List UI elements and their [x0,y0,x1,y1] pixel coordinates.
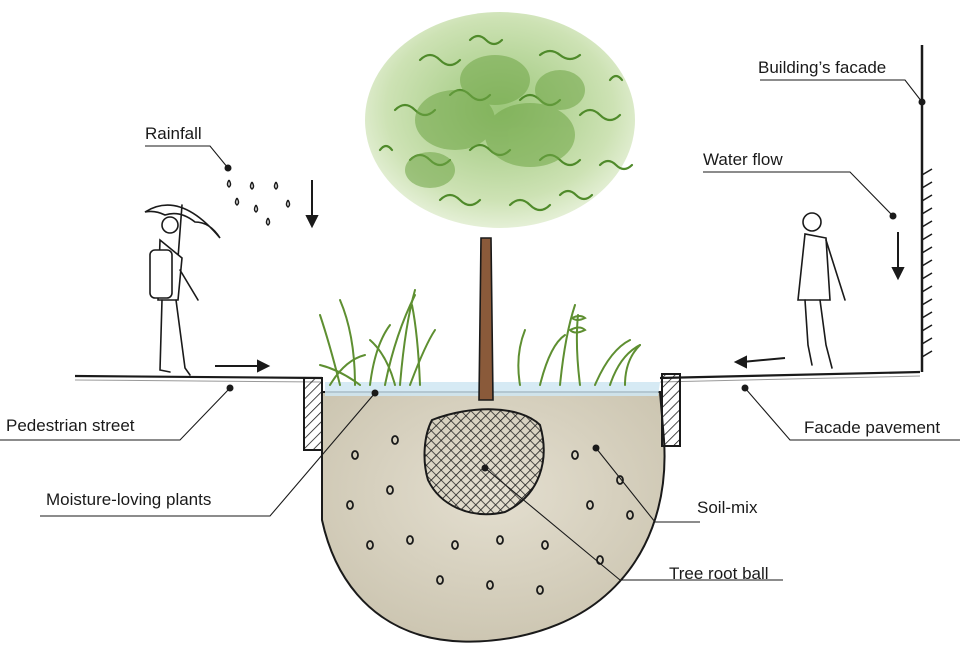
label-pedestrian-street: Pedestrian street [6,416,135,435]
tree-trunk [478,237,494,401]
moisture-loving-plants-right [517,304,641,386]
label-building-facade: Building’s facade [758,58,887,77]
street-flow-arrow-right [215,359,271,373]
curb-left [303,377,323,451]
curb-right [661,373,681,447]
moisture-loving-plants-left [319,289,436,386]
pedestrian-with-umbrella [144,204,221,376]
pedestrian-facade-side [797,212,846,369]
soil-mix-area [321,391,666,643]
facade-pavement-surface [659,370,921,380]
building-facade [920,45,933,372]
leader-lines [0,79,960,581]
rain-drops [226,179,291,226]
label-soil-mix: Soil-mix [697,498,758,517]
soil-pebbles [346,435,634,595]
label-tree-root-ball: Tree root ball [669,564,769,583]
water-flow-arrow-down [891,232,905,281]
pedestrian-street-surface [74,374,323,380]
label-moisture-loving-plants: Moisture-loving plants [46,490,212,509]
label-water-flow: Water flow [703,150,783,169]
tree-canopy [365,12,635,228]
pavement-flow-arrow-left [733,355,786,369]
rain-arrow-down [305,180,319,229]
leader-dots [224,98,926,472]
label-rainfall: Rainfall [145,124,202,143]
label-facade-pavement: Facade pavement [804,418,941,437]
root-ball [423,408,545,516]
